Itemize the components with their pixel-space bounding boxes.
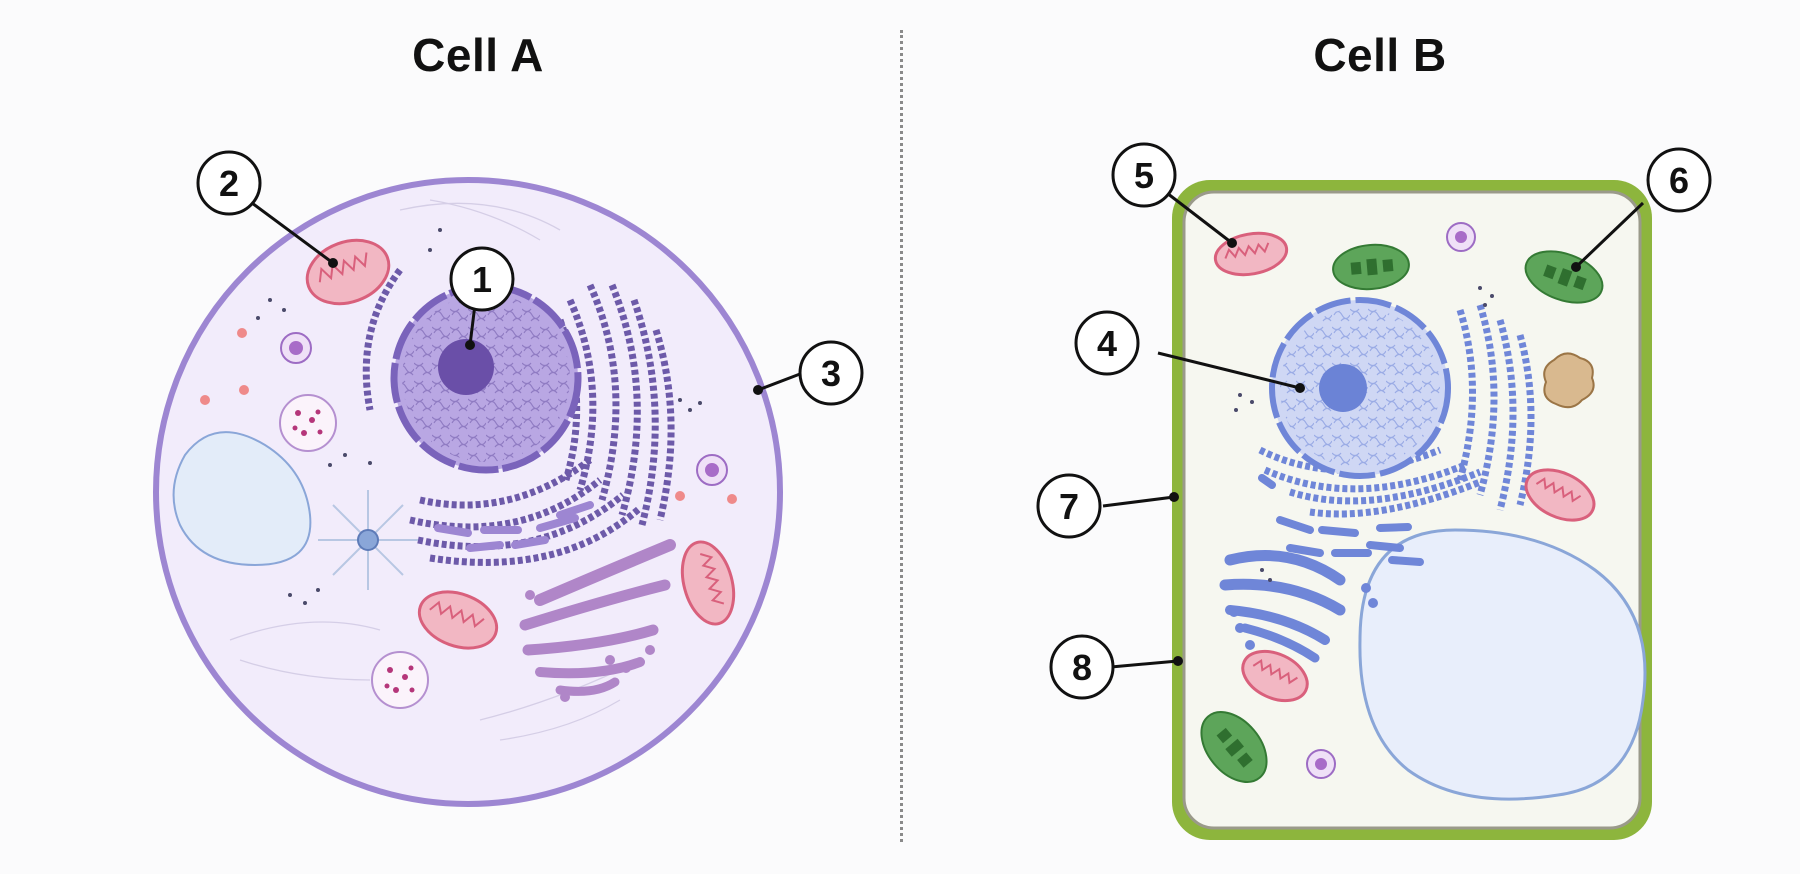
mitochondrion-a3 [680, 540, 736, 626]
callout-anchors [328, 238, 1581, 666]
mitochondrion-a1 [305, 238, 391, 306]
panel-divider [900, 30, 903, 842]
plant-nucleus [1269, 297, 1451, 479]
golgi-apparatus-b [1219, 550, 1346, 663]
label-7: 7 [1059, 486, 1079, 527]
label-6: 6 [1669, 160, 1689, 201]
free-ribosomes [256, 228, 702, 605]
rough-er-b [1258, 303, 1535, 518]
chloroplast-2 [1524, 250, 1604, 304]
label-4: 4 [1097, 323, 1117, 364]
chloroplast-3 [1200, 711, 1268, 783]
animal-cell [153, 177, 783, 807]
golgi-vesicles-b [1229, 583, 1378, 650]
central-vacuole [1358, 528, 1647, 801]
plant-nucleolus [1319, 364, 1367, 412]
peroxisomes-b [1306, 222, 1476, 779]
label-5: 5 [1134, 155, 1154, 196]
small-vesicles [200, 328, 737, 504]
callout-numbers: 1 2 3 4 5 6 7 8 [219, 155, 1689, 688]
ribosomes-b [1234, 286, 1494, 582]
mitochondrion-b2 [1524, 468, 1596, 522]
centrosome [318, 490, 418, 590]
amyloplast [1543, 352, 1595, 409]
callout-circles [196, 142, 1712, 700]
animal-cell-membrane [153, 177, 783, 807]
smooth-er-b [1258, 474, 1424, 566]
callout-lines [251, 188, 1645, 669]
chloroplasts [1200, 243, 1604, 783]
golgi-vesicles-a [525, 590, 655, 702]
mitochondrion-b3 [1241, 649, 1309, 703]
cytoskeleton-fibers [229, 199, 641, 741]
cell-b-title: Cell B [1313, 29, 1447, 81]
animal-nucleolus [438, 339, 494, 395]
label-3: 3 [821, 353, 841, 394]
label-1: 1 [472, 259, 492, 300]
mitochondrion-a2 [417, 590, 499, 650]
plant-cell [1172, 180, 1652, 840]
cell-a-title: Cell A [412, 29, 544, 81]
smooth-er-a [434, 501, 594, 552]
lysosomes-a [279, 332, 728, 709]
chloroplast-1 [1332, 243, 1410, 291]
label-8: 8 [1072, 647, 1092, 688]
mitochondria-a [305, 238, 736, 650]
vacuole-a [172, 431, 312, 567]
label-2: 2 [219, 163, 239, 204]
animal-nucleus [390, 282, 582, 474]
golgi-apparatus-a [519, 539, 676, 696]
